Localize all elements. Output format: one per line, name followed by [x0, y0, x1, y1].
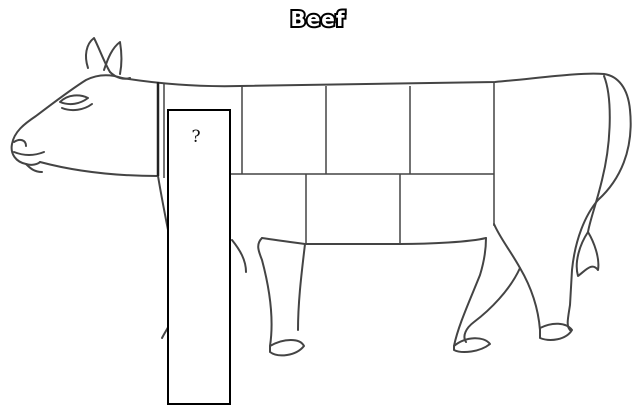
diagram-title: Beef	[290, 7, 345, 31]
label-box-text: ?	[191, 127, 200, 147]
label-box: ?	[168, 110, 230, 404]
cow-outline	[12, 38, 631, 355]
